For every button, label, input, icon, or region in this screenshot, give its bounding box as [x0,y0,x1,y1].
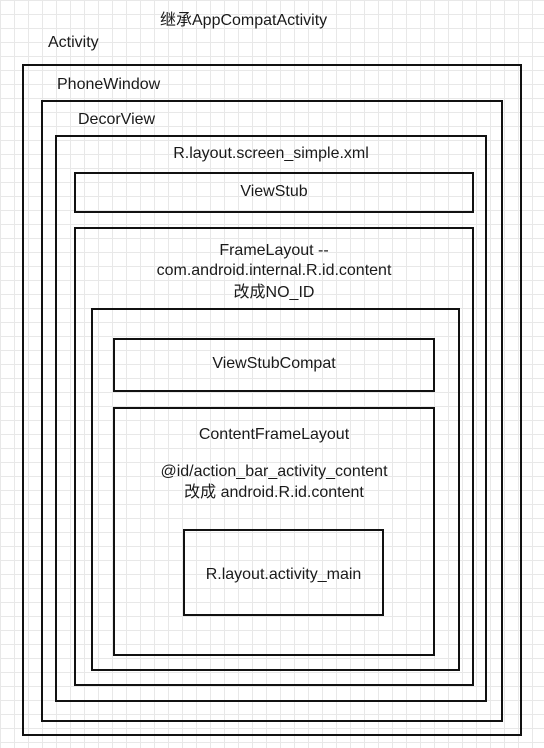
phone-window-box [41,100,503,722]
view-stub-compat-label: ViewStubCompat [212,355,336,372]
inner-container-box [91,308,460,671]
view-stub-label: ViewStub [240,183,308,200]
activity-main-label: R.layout.activity_main [205,566,362,583]
activity-box [22,64,522,736]
content-frame-layout-label-line1: ContentFrameLayout [198,426,350,443]
frame-layout-label-line3: 改成NO_ID [233,284,315,301]
content-frame-layout-box [113,407,435,656]
frame-layout-box [74,227,474,686]
content-frame-layout-label-line2: @id/action_bar_activity_content [160,463,388,480]
view-stub-box [74,172,474,213]
view-stub-compat-box [113,338,435,392]
activity-label: Activity [48,34,99,51]
decor-view-box [55,135,487,702]
diagram-title: 继承AppCompatActivity [160,12,328,29]
content-frame-layout-label-line3: 改成 android.R.id.content [184,484,364,501]
frame-layout-label-line1: FrameLayout -- [219,242,329,259]
frame-layout-label-line2: com.android.internal.R.id.content [156,262,392,279]
screen-simple-label: R.layout.screen_simple.xml [173,145,369,162]
activity-main-box [183,529,384,616]
decor-view-label: DecorView [78,111,156,128]
phone-window-label: PhoneWindow [57,76,161,93]
